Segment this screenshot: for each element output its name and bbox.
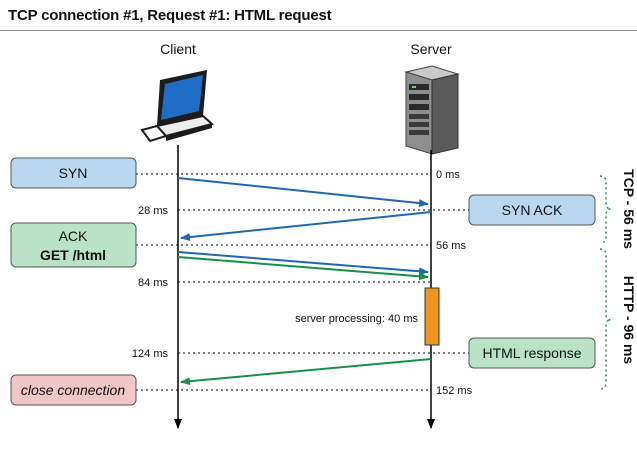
time-label-0ms: 0 ms	[436, 169, 460, 181]
html-response-box	[468, 337, 596, 369]
close-connection-label: close connection	[21, 382, 126, 398]
syn-ack-arrow	[180, 211, 432, 242]
server-processing-label: server processing: 40 ms	[295, 313, 418, 325]
server-label: Server	[410, 41, 452, 57]
tcp-phase-text: TCP - 56 ms	[621, 169, 637, 249]
server-processing-bar	[424, 287, 440, 346]
client-label: Client	[160, 41, 196, 57]
laptop-icon	[140, 70, 215, 143]
syn-label: SYN	[59, 165, 88, 181]
tcp-phase-label: TCP - 56 ms	[621, 169, 637, 249]
html-response-label: HTML response	[482, 345, 581, 361]
syn-ack-label: SYN ACK	[502, 202, 563, 218]
syn-box	[10, 157, 137, 189]
server-tower-icon	[404, 65, 460, 155]
time-label-56ms: 56 ms	[436, 240, 466, 252]
http-brace	[599, 248, 612, 390]
ack-get-box	[10, 222, 137, 268]
http-phase-label: HTTP - 96 ms	[621, 276, 637, 365]
time-label-152ms: 152 ms	[436, 385, 473, 397]
close-connection-box	[10, 374, 137, 406]
html-response-arrow	[180, 358, 432, 386]
ack-label: ACK	[59, 228, 88, 244]
diagram-title: TCP connection #1, Request #1: HTML requ…	[8, 7, 332, 24]
time-label-84ms: 84 ms	[138, 277, 168, 289]
title-divider	[0, 30, 637, 31]
http-phase-text: HTTP - 96 ms	[621, 276, 637, 365]
tcp-brace	[599, 175, 612, 244]
time-label-124ms: 124 ms	[132, 348, 169, 360]
time-guides	[136, 173, 469, 391]
ack-arrow	[177, 251, 429, 276]
get-html-label: GET /html	[40, 247, 106, 263]
syn-ack-box	[468, 194, 596, 226]
time-label-28ms: 28 ms	[138, 205, 168, 217]
get-html-arrow	[177, 256, 429, 281]
syn-arrow	[177, 177, 429, 208]
